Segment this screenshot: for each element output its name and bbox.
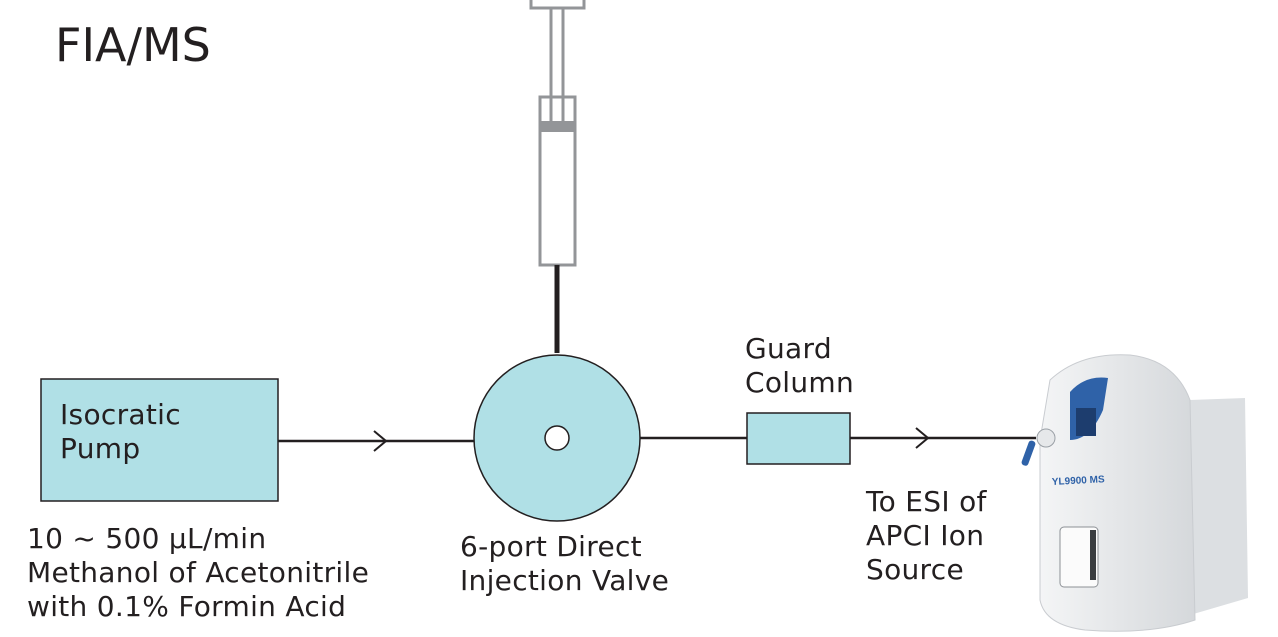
mass-spectrometer-image: YL9900 MS <box>1021 354 1248 632</box>
valve-label-line: 6-port Direct <box>460 530 642 563</box>
flow-arrow-icon <box>373 430 388 452</box>
pump-label-line: Pump <box>60 432 141 465</box>
ion-source-label-line: Source <box>866 553 964 586</box>
valve-port-icon <box>544 425 570 451</box>
diagram-title: FIA/MS <box>55 18 211 72</box>
flow-rate-text: 10 ~ 500 µL/min <box>27 522 267 555</box>
valve-label-line: Injection Valve <box>460 564 670 597</box>
valve-label: 6-port Direct Injection Valve <box>460 530 669 598</box>
guard-label-line: Column <box>745 366 855 399</box>
guard-column-label: Guard Column <box>745 332 854 400</box>
syringe-icon <box>529 0 586 267</box>
solvent-text: Methanol of Acetonitrile <box>27 556 370 589</box>
pump-flow-note: 10 ~ 500 µL/min Methanol of Acetonitrile… <box>27 522 369 624</box>
isocratic-pump-box <box>40 378 279 502</box>
ion-source-label-line: To ESI of <box>866 485 987 518</box>
pump-label-line: Isocratic <box>60 398 181 431</box>
instrument-logo: YL9900 MS <box>1052 474 1106 488</box>
additive-text: with 0.1% Formin Acid <box>27 590 347 623</box>
ion-source-label-line: APCI Ion <box>866 519 985 552</box>
guard-label-line: Guard <box>745 332 832 365</box>
flow-arrow-icon <box>915 427 930 449</box>
pump-label: Isocratic Pump <box>60 398 181 466</box>
ion-source-label: To ESI of APCI Ion Source <box>866 485 987 587</box>
guard-column-box <box>746 412 851 465</box>
